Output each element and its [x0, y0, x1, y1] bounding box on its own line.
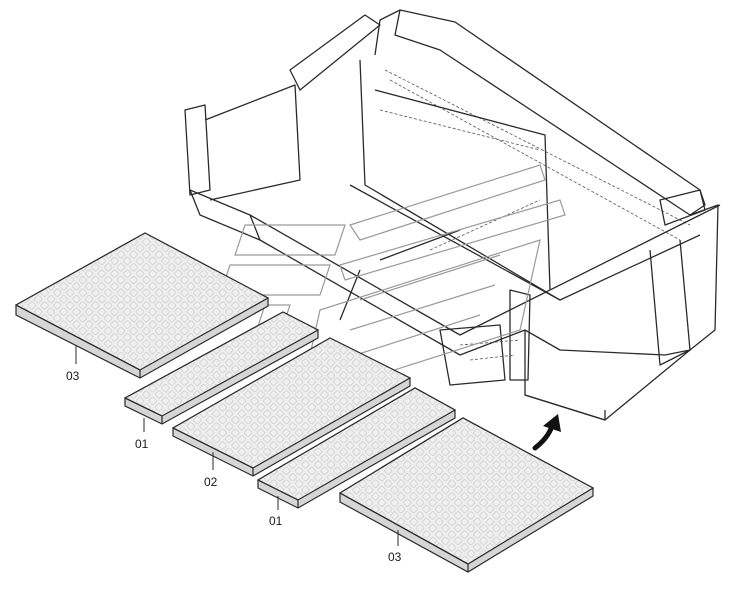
logo-watermark [219, 164, 566, 401]
mat-small-left-01 [123, 311, 320, 432]
label-mat-center: 02 [204, 475, 218, 489]
label-mat-small-left: 01 [135, 437, 149, 451]
mat-center-02 [171, 337, 412, 477]
mat-left-03 [14, 232, 270, 379]
mat-small-right-01 [256, 387, 457, 510]
curved-arrow-icon [532, 414, 561, 451]
label-mat-left: 03 [66, 369, 80, 383]
label-mat-right: 03 [388, 550, 402, 564]
mat-right-03 [338, 417, 595, 573]
label-mat-small-right: 01 [269, 514, 283, 528]
